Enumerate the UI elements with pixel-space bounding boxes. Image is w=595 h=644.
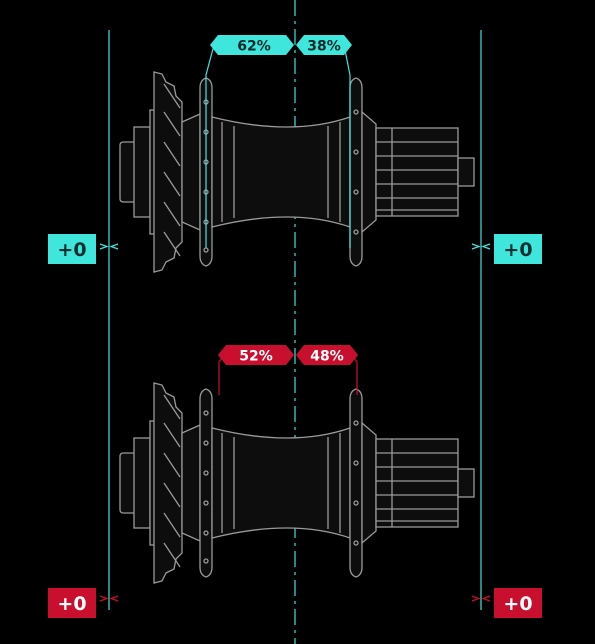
top-left-offset-badge: +0 bbox=[48, 234, 119, 264]
top-right-offset-badge: +0 bbox=[471, 234, 542, 264]
bottom-hub bbox=[119, 382, 475, 584]
bottom-left-offset-badge: +0 bbox=[48, 588, 119, 618]
top-right-offset: +0 bbox=[503, 239, 532, 261]
top-hub bbox=[119, 71, 475, 273]
bottom-right-percent: 48% bbox=[310, 349, 344, 365]
top-right-flange-marker bbox=[343, 44, 351, 248]
top-left-offset-arrow bbox=[99, 243, 109, 250]
bottom-right-offset: +0 bbox=[503, 593, 532, 615]
top-left-offset: +0 bbox=[57, 239, 86, 261]
top-right-percent-tag: 38% bbox=[296, 35, 352, 55]
top-left-flange-marker bbox=[205, 44, 215, 248]
bottom-right-offset-arrow bbox=[471, 595, 481, 602]
bottom-right-offset-badge: +0 bbox=[471, 588, 542, 618]
top-left-percent-tag: 62% bbox=[210, 35, 294, 55]
bottom-left-offset: +0 bbox=[57, 593, 86, 615]
top-right-percent: 38% bbox=[307, 39, 341, 55]
bottom-left-percent-tag: 52% bbox=[218, 345, 294, 365]
top-right-offset-arrow bbox=[471, 243, 481, 250]
bottom-left-percent: 52% bbox=[239, 349, 273, 365]
top-left-percent: 62% bbox=[237, 39, 271, 55]
bottom-left-offset-arrow bbox=[99, 595, 109, 602]
bottom-right-percent-tag: 48% bbox=[296, 345, 358, 365]
